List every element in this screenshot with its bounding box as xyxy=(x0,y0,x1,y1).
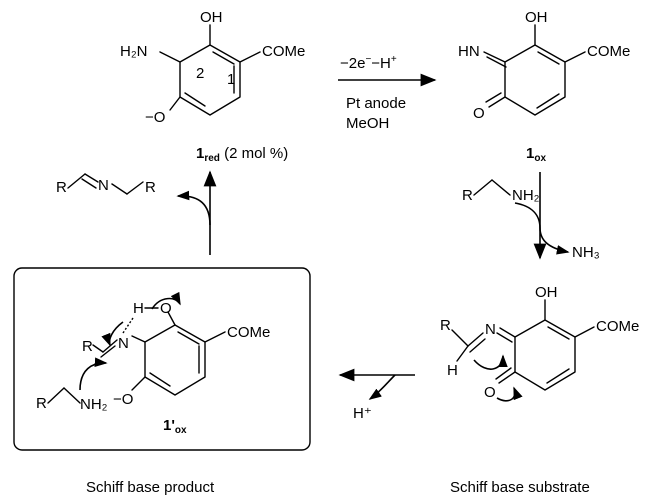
product-release-step: R N R xyxy=(56,170,217,255)
oh-label: OH xyxy=(525,9,548,26)
come-label: COMe xyxy=(227,324,270,341)
h-label: H xyxy=(133,300,144,317)
oxidation-reagent: −2e−−H+ xyxy=(340,54,397,72)
r-label: R xyxy=(440,317,451,334)
compound-1-ox: OH HN COMe O 1ox xyxy=(458,9,630,164)
hn-label: HN xyxy=(458,43,480,60)
compound-1red-label: 1red (2 mol %) xyxy=(196,145,288,164)
schiff-base-substrate: R N H OH COMe O xyxy=(440,284,639,402)
nh2-label: NH₂ xyxy=(512,187,540,204)
caption-schiff-base-product: Schiff base product xyxy=(86,479,215,496)
nh2-label: NH₂ xyxy=(80,396,108,413)
compound-1prime-ox-label: 1'ox xyxy=(163,417,187,436)
n-label: N xyxy=(485,321,496,338)
r-label: R xyxy=(82,338,93,355)
nh3-label: NH₃ xyxy=(572,244,600,261)
schiff-base-product-box: R N H O R NH₂ COMe −O 1'ox xyxy=(13,267,311,451)
come-label: COMe xyxy=(596,318,639,335)
n-label: N xyxy=(98,177,109,194)
ring-position-2: 2 xyxy=(196,65,204,82)
compound-1-red: OH H₂N COMe −O 2 1 1red (2 mol %) xyxy=(120,9,305,164)
r-label: R xyxy=(145,179,156,196)
n-label: N xyxy=(118,335,129,352)
h-label: H xyxy=(447,362,458,379)
r-label: R xyxy=(36,395,47,412)
oh-label: OH xyxy=(535,284,558,301)
o-minus-label: −O xyxy=(113,391,133,408)
o-minus-label: −O xyxy=(145,109,165,126)
amine-condensation-step: R NH₂ NH₃ xyxy=(462,172,600,261)
o-label: O xyxy=(160,300,172,317)
r-label: R xyxy=(462,187,473,204)
o-label: O xyxy=(473,105,485,122)
oxidation-step: −2e−−H+ Pt anode MeOH xyxy=(338,54,437,132)
ring-position-1: 1 xyxy=(227,71,235,88)
come-label: COMe xyxy=(262,43,305,60)
h2n-label: H₂N xyxy=(120,43,148,60)
come-label: COMe xyxy=(587,43,630,60)
h-plus-label: H⁺ xyxy=(353,405,372,422)
compound-1ox-label: 1ox xyxy=(526,145,546,164)
oh-label: OH xyxy=(200,9,223,26)
pt-anode-label: Pt anode xyxy=(346,95,406,112)
o-label: O xyxy=(484,384,496,401)
caption-schiff-base-substrate: Schiff base substrate xyxy=(450,479,590,496)
meoh-label: MeOH xyxy=(346,115,389,132)
r-label: R xyxy=(56,179,67,196)
proton-loss-step: H⁺ xyxy=(338,368,415,422)
